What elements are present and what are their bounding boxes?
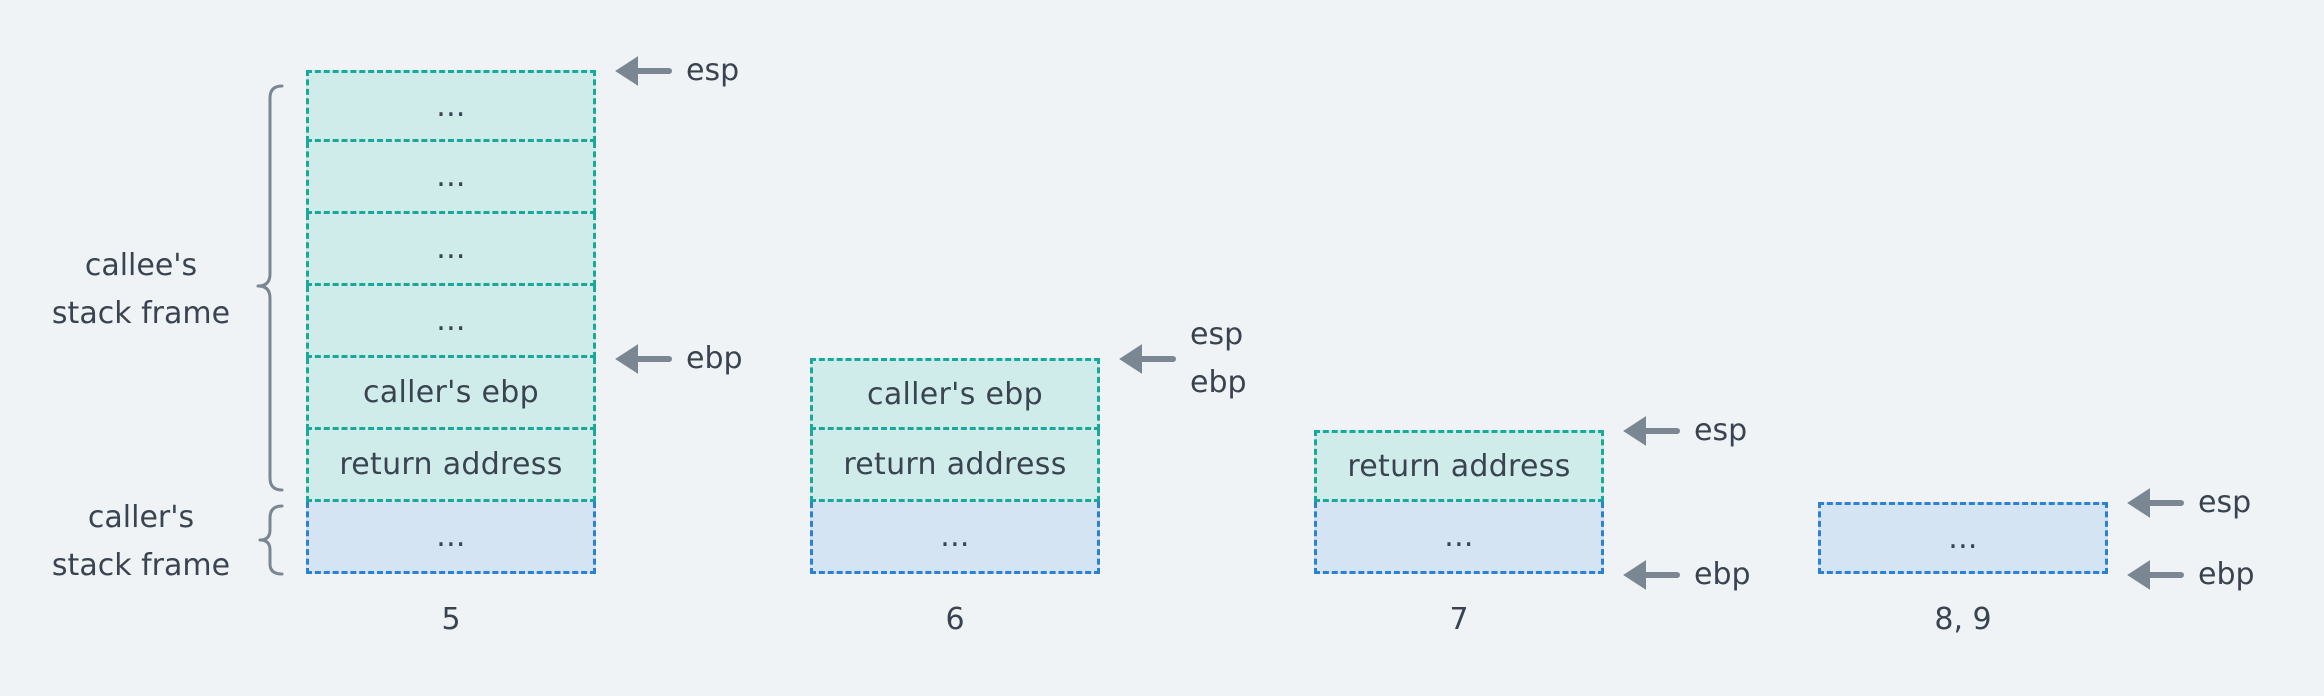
ebp-label: ebp [1694, 557, 1751, 592]
stack-cell-callers-ebp: caller's ebp [810, 358, 1100, 430]
stack-cell-callers-ebp: caller's ebp [306, 358, 596, 430]
stack-caption: 6 [945, 602, 965, 637]
ebp-label: ebp [1190, 365, 1247, 400]
stack-caption: 8, 9 [1934, 602, 1992, 637]
callee-frame-label-line2: stack frame [51, 296, 231, 331]
stack-cell-caller: ... [810, 502, 1100, 574]
caller-frame-label-line2: stack frame [51, 548, 231, 583]
arrow-left-icon [615, 56, 672, 86]
stack-cell: ... [306, 214, 596, 286]
stack-cell-caller: ... [1818, 502, 2108, 574]
esp-label: esp [2198, 485, 2252, 520]
esp-label: esp [686, 53, 740, 88]
stack-cell: ... [306, 142, 596, 214]
arrow-left-icon [1119, 344, 1176, 374]
stack-cell-caller: ... [306, 502, 596, 574]
stack-caption: 5 [441, 602, 461, 637]
arrow-left-icon [1623, 416, 1680, 446]
esp-label: esp [1190, 317, 1244, 352]
callee-frame-label: callee's stack frame [36, 242, 246, 338]
esp-label: esp [1694, 413, 1748, 448]
arrow-left-icon [615, 344, 672, 374]
arrow-left-icon [2127, 488, 2184, 518]
caller-frame-label-line1: caller's [87, 500, 195, 535]
stack-cell: ... [306, 70, 596, 142]
callee-frame-label-line1: callee's [84, 248, 198, 283]
ebp-label: ebp [686, 341, 743, 376]
caller-frame-label: caller's stack frame [36, 494, 246, 590]
caller-frame-brace [258, 504, 284, 576]
callee-frame-brace [256, 84, 284, 492]
stack-cell-return-address: return address [306, 430, 596, 502]
stack-cell-return-address: return address [810, 430, 1100, 502]
stack-cell-caller: ... [1314, 502, 1604, 574]
stack-caption: 7 [1449, 602, 1469, 637]
stack-cell-return-address: return address [1314, 430, 1604, 502]
arrow-left-icon [2127, 560, 2184, 590]
ebp-label: ebp [2198, 557, 2255, 592]
arrow-left-icon [1623, 560, 1680, 590]
stack-cell: ... [306, 286, 596, 358]
